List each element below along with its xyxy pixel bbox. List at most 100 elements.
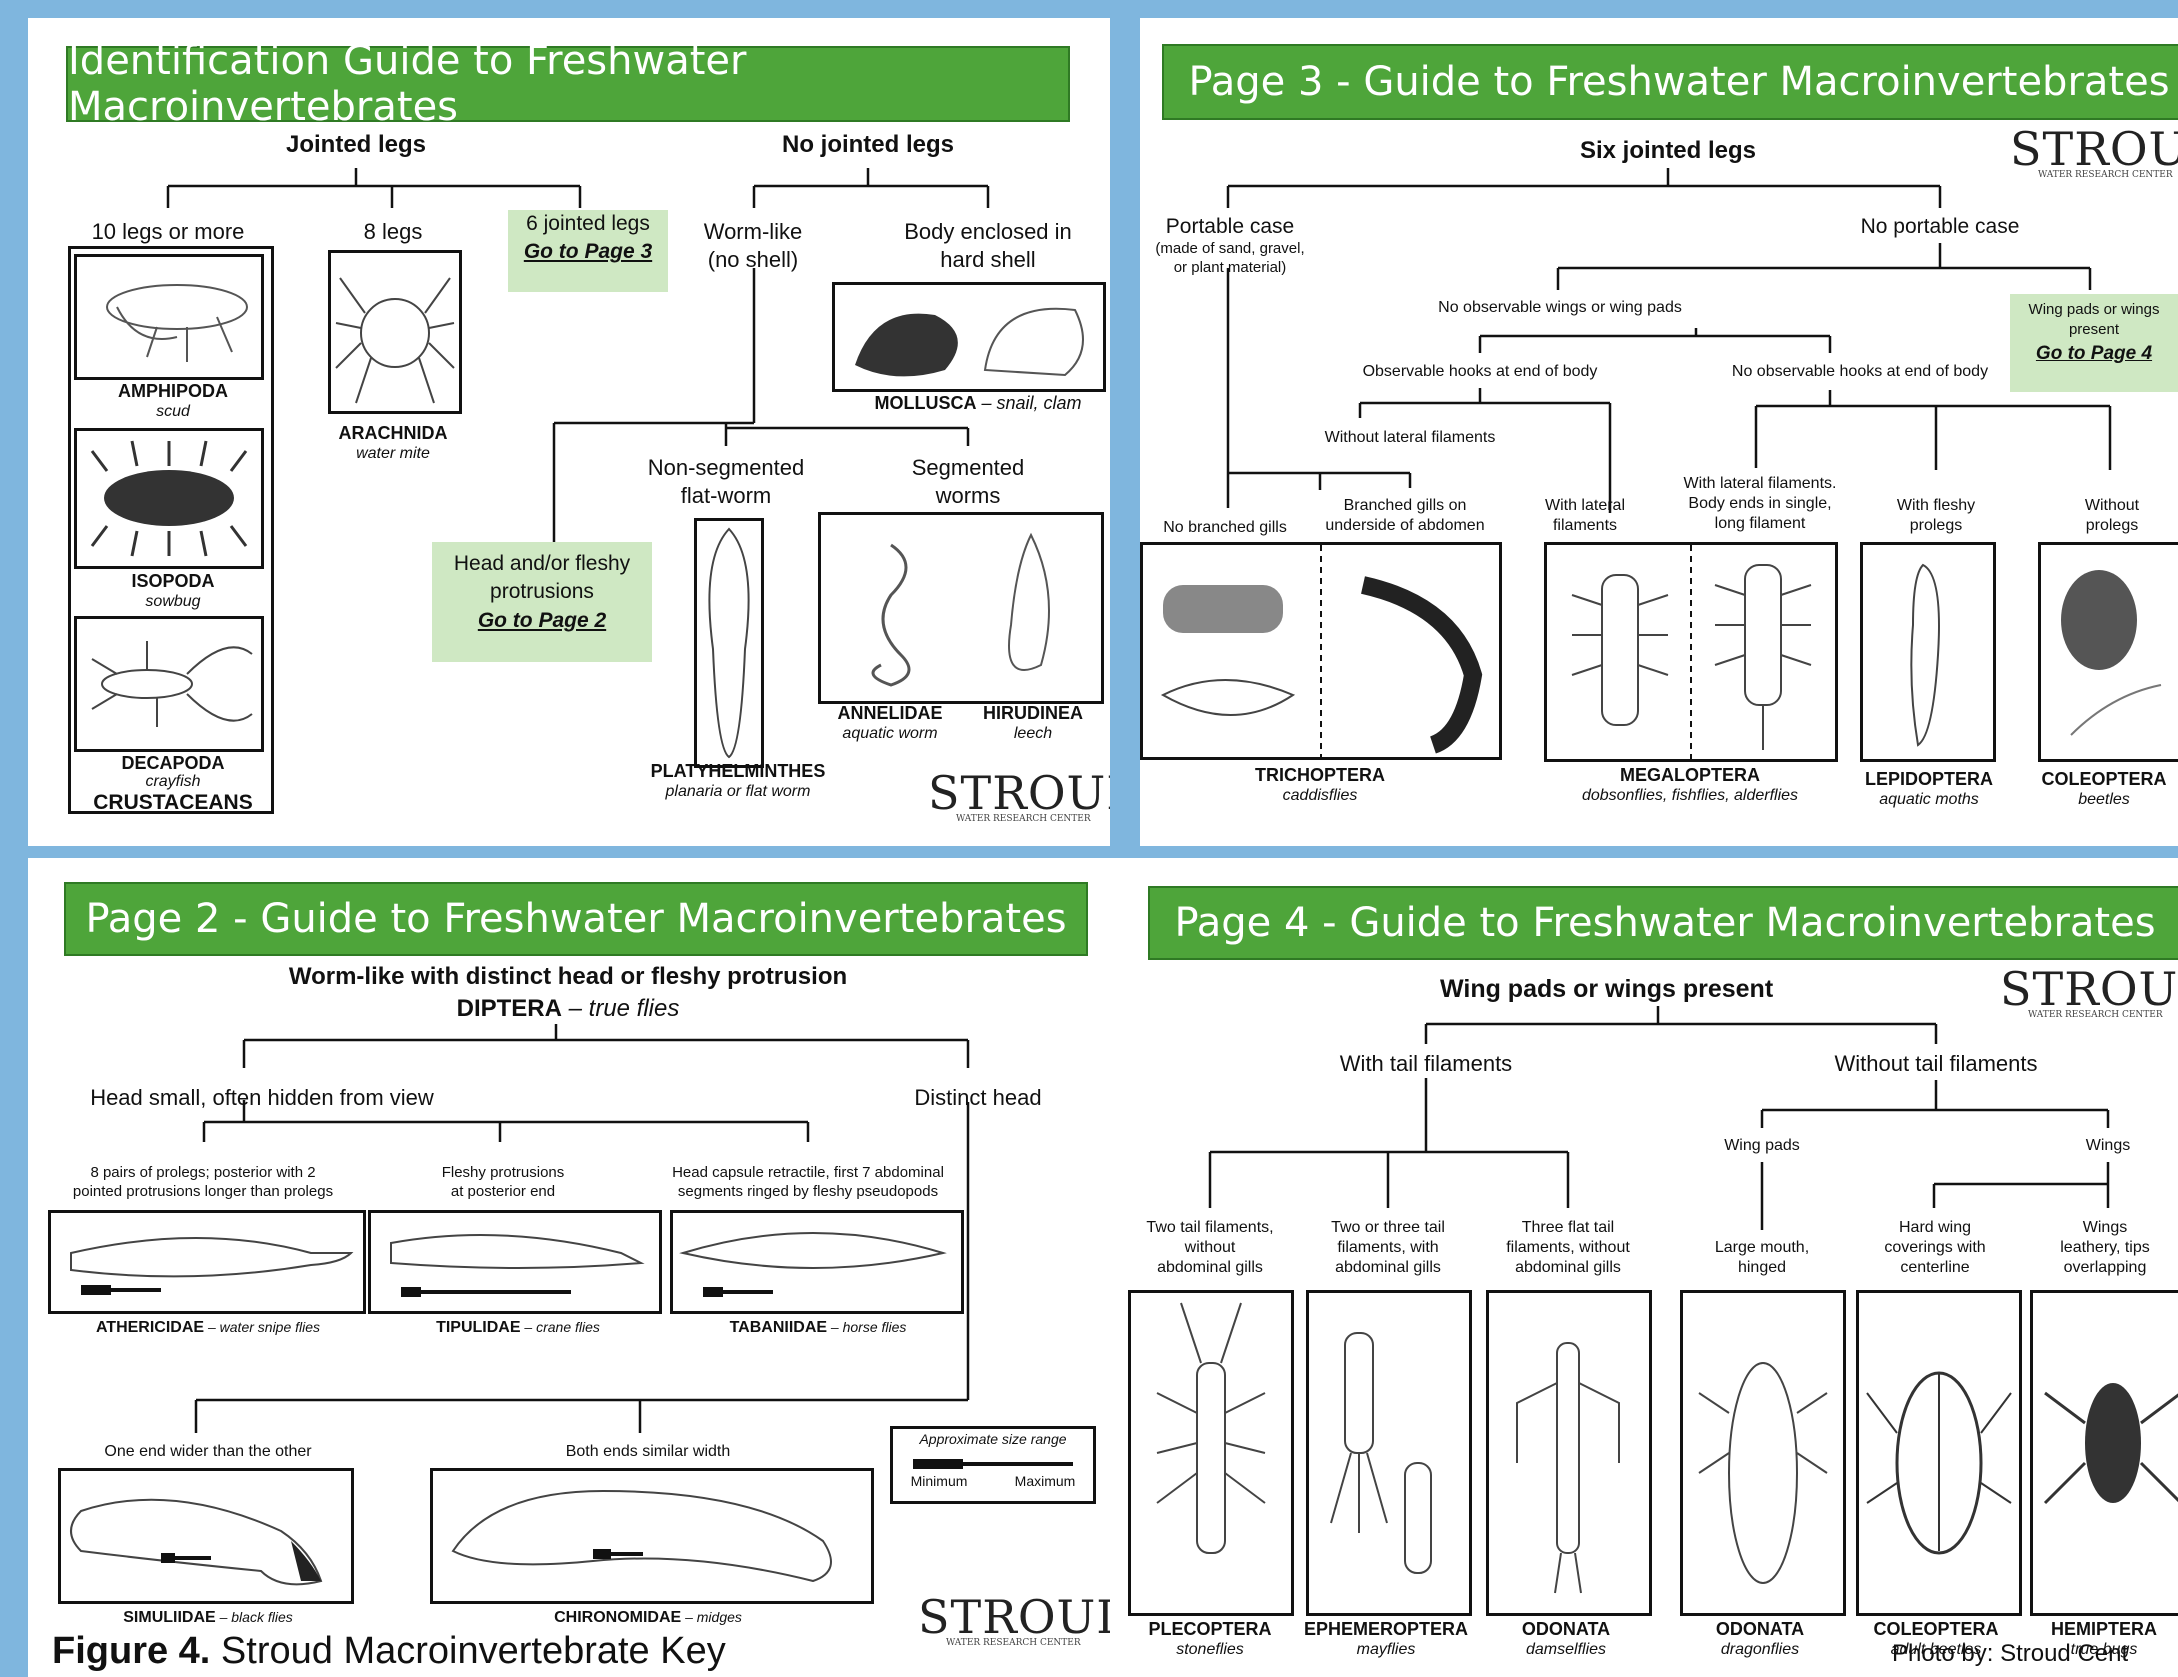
wing-pads-box[interactable]: Wing pads or wings present Go to Page 4 bbox=[2010, 294, 2178, 392]
mayflies-label: mayflies bbox=[1356, 1641, 1416, 1658]
hooks-label: Observable hooks at end of body bbox=[1362, 363, 1598, 380]
maximum-label: Maximum bbox=[1014, 1473, 1076, 1489]
crustaceans-label: CRUSTACEANS bbox=[93, 791, 253, 814]
isopoda-label: ISOPODA bbox=[131, 571, 215, 591]
stoneflies-label: stoneflies bbox=[1176, 1641, 1244, 1658]
protrusions-label: protrusions bbox=[490, 580, 594, 604]
leech-label: leech bbox=[1013, 725, 1053, 742]
dobsonflies-label: dobsonflies, fishflies, alderflies bbox=[1581, 787, 1799, 804]
planaria-label: planaria or flat worm bbox=[665, 783, 811, 800]
mollusca-image bbox=[832, 282, 1106, 392]
coleoptera-label: COLEOPTERA bbox=[2041, 769, 2167, 789]
platyhelminthes-label: PLATYHELMINTHES bbox=[650, 761, 826, 781]
with-tail-label: With tail filaments bbox=[1339, 1051, 1513, 1076]
six-legs-label: 6 jointed legs bbox=[526, 212, 650, 235]
minimum-label: Minimum bbox=[910, 1473, 968, 1489]
hemiptera-label: HEMIPTERA bbox=[2050, 1619, 2157, 1639]
banner-page2: Page 2 - Guide to Freshwater Macroinvert… bbox=[64, 882, 1088, 956]
dragonflies-label: dragonflies bbox=[1720, 1641, 1800, 1658]
stroud-logo: STROUDWATER RESEARCH CENTER bbox=[2010, 122, 2178, 180]
odonata-damselfly-label: ODONATA bbox=[1521, 1619, 1611, 1639]
crayfish-label: crayfish bbox=[145, 773, 201, 790]
no-portable-case-label: No portable case bbox=[1860, 215, 2020, 238]
size-range-bar bbox=[81, 1288, 161, 1292]
simuliidae-image bbox=[58, 1468, 354, 1604]
size-range-bar bbox=[593, 1552, 643, 1556]
arachnida-label: ARACHNIDA bbox=[338, 423, 448, 443]
tabanidae-image bbox=[670, 1210, 964, 1314]
chironomidae-label: CHIRONOMIDAE – midges bbox=[554, 1609, 742, 1626]
flowchart-lines bbox=[166, 168, 990, 543]
photo-credit: Photo by: Stroud Cent bbox=[1892, 1640, 2129, 1667]
lepidoptera-image bbox=[1860, 542, 1996, 762]
head-fleshy-label: Head and/or fleshy bbox=[453, 552, 631, 575]
head-small-label: Head small, often hidden from view bbox=[90, 1085, 434, 1110]
figure-caption: Figure 4. Stroud Macroinvertebrate Key bbox=[52, 1630, 726, 1672]
head-fleshy-box[interactable]: Head and/or fleshy protrusions Go to Pag… bbox=[432, 542, 652, 662]
trichoptera-image bbox=[1140, 542, 1502, 760]
size-range-bar bbox=[703, 1290, 773, 1294]
lepidoptera-label: LEPIDOPTERA bbox=[1864, 769, 1993, 789]
no-jointed-legs-label: No jointed legs bbox=[781, 131, 954, 158]
tipulidae-label: TIPULIDAE – crane flies bbox=[436, 1319, 600, 1336]
diptera-title: DIPTERA – true flies bbox=[456, 995, 680, 1022]
banner-page3: Page 3 - Guide to Freshwater Macroinvert… bbox=[1162, 44, 2178, 120]
panel-page4-guide: Page 4 - Guide to Freshwater Macroinvert… bbox=[1110, 858, 2178, 1677]
odonata-damselfly-image bbox=[1486, 1290, 1652, 1616]
trichoptera-label: TRICHOPTERA bbox=[1255, 765, 1385, 785]
scud-label: scud bbox=[156, 403, 190, 420]
flowchart-lines bbox=[1208, 1006, 2110, 1230]
legend-range-bar bbox=[913, 1462, 1073, 1466]
banner-title: Page 3 - Guide to Freshwater Macroinvert… bbox=[1188, 59, 2170, 105]
worm-like-title: Worm-like with distinct head or fleshy p… bbox=[288, 963, 848, 990]
tabanidae-label: TABANIIDAE – horse flies bbox=[729, 1319, 907, 1336]
flowchart-lines bbox=[194, 1024, 970, 1433]
stroud-logo: STROUDWATER RESEARCH CENTER bbox=[2000, 962, 2178, 1020]
go-page3-link[interactable]: Go to Page 3 bbox=[523, 240, 653, 264]
mollusca-label: MOLLUSCA – snail, clam bbox=[874, 393, 1082, 413]
without-tail-label: Without tail filaments bbox=[1834, 1051, 2038, 1076]
plecoptera-label: PLECOPTERA bbox=[1148, 1619, 1272, 1639]
size-range-legend: Approximate size range Minimum Maximum bbox=[890, 1426, 1096, 1504]
arachnida-image bbox=[328, 250, 462, 414]
wing-pads-label: Wing pads bbox=[1724, 1137, 1800, 1154]
go-page4-link[interactable]: Go to Page 4 bbox=[2035, 342, 2153, 364]
present-label: present bbox=[2068, 321, 2120, 339]
adult-beetles-label: adult beetles bbox=[1890, 1641, 1982, 1658]
water-mite-label: water mite bbox=[356, 445, 430, 462]
amphipoda-image bbox=[74, 254, 264, 380]
panel-page2-guide: Page 2 - Guide to Freshwater Macroinvert… bbox=[28, 858, 1110, 1677]
megaloptera-label: MEGALOPTERA bbox=[1619, 765, 1760, 785]
odonata-dragonfly-image bbox=[1680, 1290, 1846, 1616]
true-bugs-label: true bugs bbox=[2070, 1641, 2138, 1658]
coleoptera-adult-image bbox=[1856, 1290, 2022, 1616]
platyhelminthes-image bbox=[694, 518, 764, 768]
aquatic-moths-label: aquatic moths bbox=[1879, 791, 1979, 808]
without-lateral-label: Without lateral filaments bbox=[1324, 429, 1496, 446]
tipulidae-image bbox=[368, 1210, 662, 1314]
banner-title: Page 4 - Guide to Freshwater Macroinvert… bbox=[1174, 900, 2156, 946]
head-capsule-label: Head capsule retractile, first 7 abdomin… bbox=[672, 1164, 944, 1200]
wings-label: Wings bbox=[2085, 1137, 2131, 1154]
go-page2-link[interactable]: Go to Page 2 bbox=[477, 608, 607, 632]
amphipoda-label: AMPHIPODA bbox=[117, 381, 228, 401]
lateral-single-label: With lateral filaments.Body ends in sing… bbox=[1683, 475, 1837, 532]
size-range-bar bbox=[401, 1290, 571, 1294]
athericidae-image bbox=[48, 1210, 366, 1314]
plecoptera-image bbox=[1128, 1290, 1294, 1616]
distinct-head-label: Distinct head bbox=[914, 1085, 1042, 1110]
athericidae-label: ATHERICIDAE – water snipe flies bbox=[95, 1319, 321, 1336]
wing-pads-title: Wing pads or wings present bbox=[1440, 975, 1774, 1003]
annelidae-label: ANNELIDAE bbox=[837, 703, 943, 723]
ephemeroptera-image bbox=[1306, 1290, 1472, 1616]
coleoptera-adult-label: COLEOPTERA bbox=[1873, 1619, 1999, 1639]
six-legs-box[interactable]: 6 jointed legs Go to Page 3 bbox=[508, 210, 668, 292]
